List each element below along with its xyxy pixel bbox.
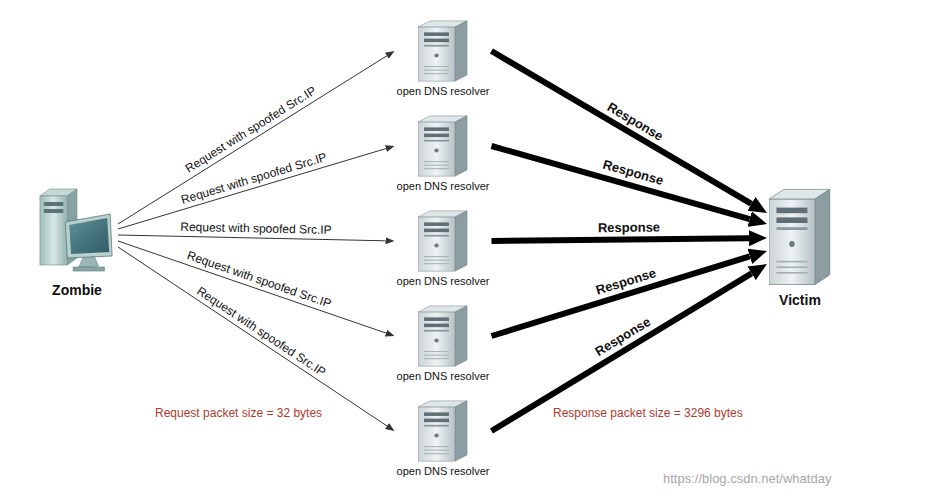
response-arrow bbox=[491, 273, 751, 431]
server-icon bbox=[418, 211, 467, 271]
server-icon bbox=[418, 401, 467, 461]
dns-resolver: open DNS resolver bbox=[397, 115, 490, 192]
request-arrow bbox=[118, 247, 387, 426]
server-icon bbox=[418, 115, 468, 177]
response-arrow bbox=[491, 238, 749, 241]
server-icon bbox=[769, 188, 831, 286]
server-icon bbox=[418, 305, 468, 367]
computer-icon bbox=[38, 186, 116, 276]
edge-label: Response bbox=[596, 220, 662, 235]
computer-icon bbox=[40, 189, 112, 271]
server-icon bbox=[418, 116, 467, 176]
node-label: Zombie bbox=[52, 282, 102, 298]
node-label: open DNS resolver bbox=[397, 465, 490, 477]
dns-resolver: open DNS resolver bbox=[397, 20, 490, 97]
node-label: open DNS resolver bbox=[397, 275, 490, 287]
victim-server: Victim bbox=[769, 188, 831, 308]
zombie-computer: Zombie bbox=[38, 186, 116, 298]
server-icon bbox=[769, 189, 830, 284]
server-icon bbox=[418, 210, 468, 272]
request-arrow bbox=[118, 149, 386, 229]
note-text: Response packet size = 3296 bytes bbox=[553, 406, 743, 420]
server-icon bbox=[418, 400, 468, 462]
dns-resolver: open DNS resolver bbox=[397, 210, 490, 287]
request-arrow bbox=[118, 235, 386, 241]
note-text: Request packet size = 32 bytes bbox=[155, 406, 322, 420]
node-label: open DNS resolver bbox=[397, 370, 490, 382]
response-arrow bbox=[491, 146, 749, 219]
node-label: Victim bbox=[779, 292, 821, 308]
dns-resolver: open DNS resolver bbox=[397, 400, 490, 477]
watermark: https://blog.csdn.net/whatday bbox=[663, 471, 831, 486]
server-icon bbox=[418, 21, 467, 81]
node-label: open DNS resolver bbox=[397, 180, 490, 192]
edge-label: Request with spoofed Src.IP bbox=[179, 221, 335, 238]
server-icon bbox=[418, 306, 467, 366]
server-icon bbox=[418, 20, 468, 82]
dns-resolver: open DNS resolver bbox=[397, 305, 490, 382]
request-arrow bbox=[118, 56, 387, 224]
node-label: open DNS resolver bbox=[397, 85, 490, 97]
